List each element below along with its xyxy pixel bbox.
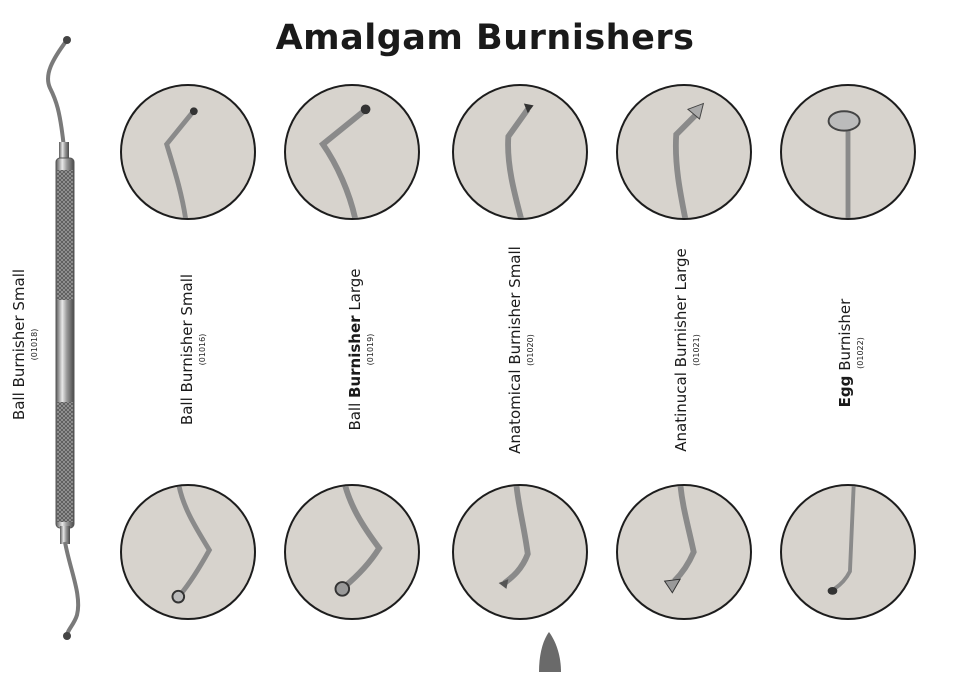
- name-bold: Egg: [836, 375, 854, 408]
- instrument-name: Anatinucal Burnisher Large: [672, 248, 690, 452]
- instrument-name: Ball Burnisher Small: [178, 273, 196, 426]
- egg-burnisher-tip-bottom: [780, 484, 916, 620]
- anatomical-burnisher-large-tip-top: [616, 84, 752, 220]
- anatomical-burnisher-large-tip-bottom: [616, 484, 752, 620]
- ball-burnisher-small-tip-bottom: [120, 484, 256, 620]
- ball-burnisher-large-tip-top: [284, 84, 420, 220]
- name-suffix: Large: [346, 268, 364, 316]
- ball-burnisher-small-tip-top: [120, 84, 256, 220]
- instrument-code: (01020): [526, 334, 535, 366]
- instrument-code: (01022): [856, 337, 865, 369]
- anatomical-burnisher-small-tip-bottom: [452, 484, 588, 620]
- instrument-name: Egg Burnisher: [836, 288, 854, 418]
- instrument-code: (01019): [366, 333, 375, 366]
- name-bold: Burnisher: [346, 315, 364, 398]
- main-tool-code: (01018): [30, 328, 39, 361]
- anatomical-burnisher-small-tip-top: [452, 84, 588, 220]
- instrument-code: (01021): [692, 334, 701, 366]
- name-suffix: Burnisher: [836, 298, 854, 376]
- egg-burnisher-tip-top: [780, 84, 916, 220]
- burnisher-instrument-image: [22, 30, 112, 650]
- main-tool-name: Ball Burnisher Small: [10, 268, 28, 421]
- instrument-code: (01016): [198, 333, 207, 366]
- page-title: Amalgam Burnishers: [275, 18, 695, 58]
- instrument-name: Ball Burnisher Large: [346, 267, 364, 432]
- instrument-name: Anatomical Burnisher Small: [506, 246, 524, 454]
- partial-instrument-tip: [535, 628, 565, 676]
- name-prefix: Ball: [346, 397, 364, 431]
- ball-burnisher-large-tip-bottom: [284, 484, 420, 620]
